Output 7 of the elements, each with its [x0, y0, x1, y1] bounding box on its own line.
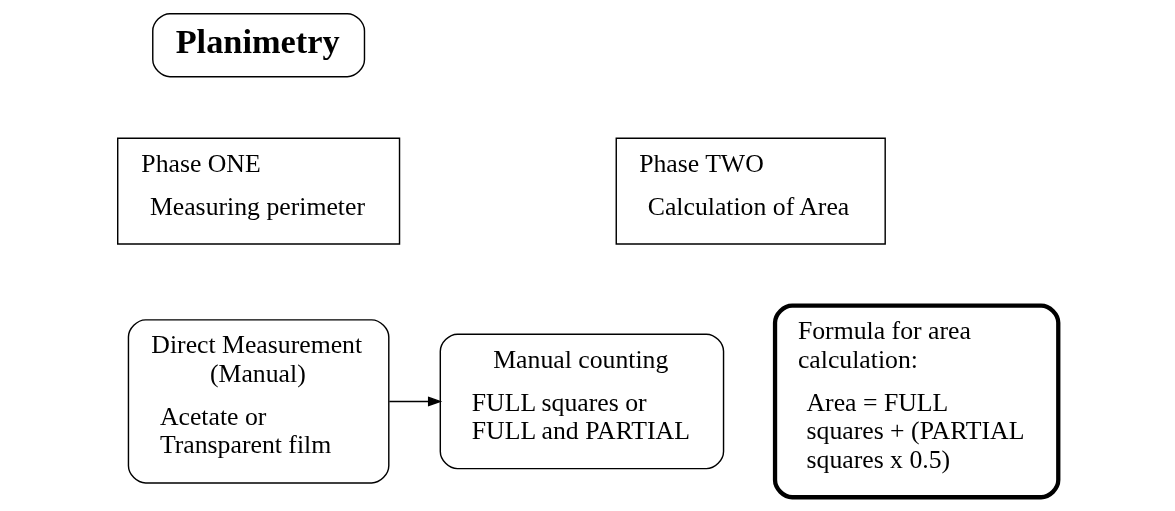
node-box: Phase TWO Calculation of Area: [615, 137, 886, 245]
node-box: Phase ONE Measuring perimeter: [116, 137, 400, 245]
node-box: Manual counting FULL squares or FULL and PARTIAL: [439, 333, 724, 470]
node-box: Planimetry: [151, 13, 365, 78]
arrow: [388, 396, 442, 407]
node-box: Formula for area calculation: Area = FULL squares + (PARTIAL squares x 0.5): [772, 303, 1060, 500]
node-box: Direct Measurement (Manual) Acetate or Transparent film: [127, 319, 389, 484]
